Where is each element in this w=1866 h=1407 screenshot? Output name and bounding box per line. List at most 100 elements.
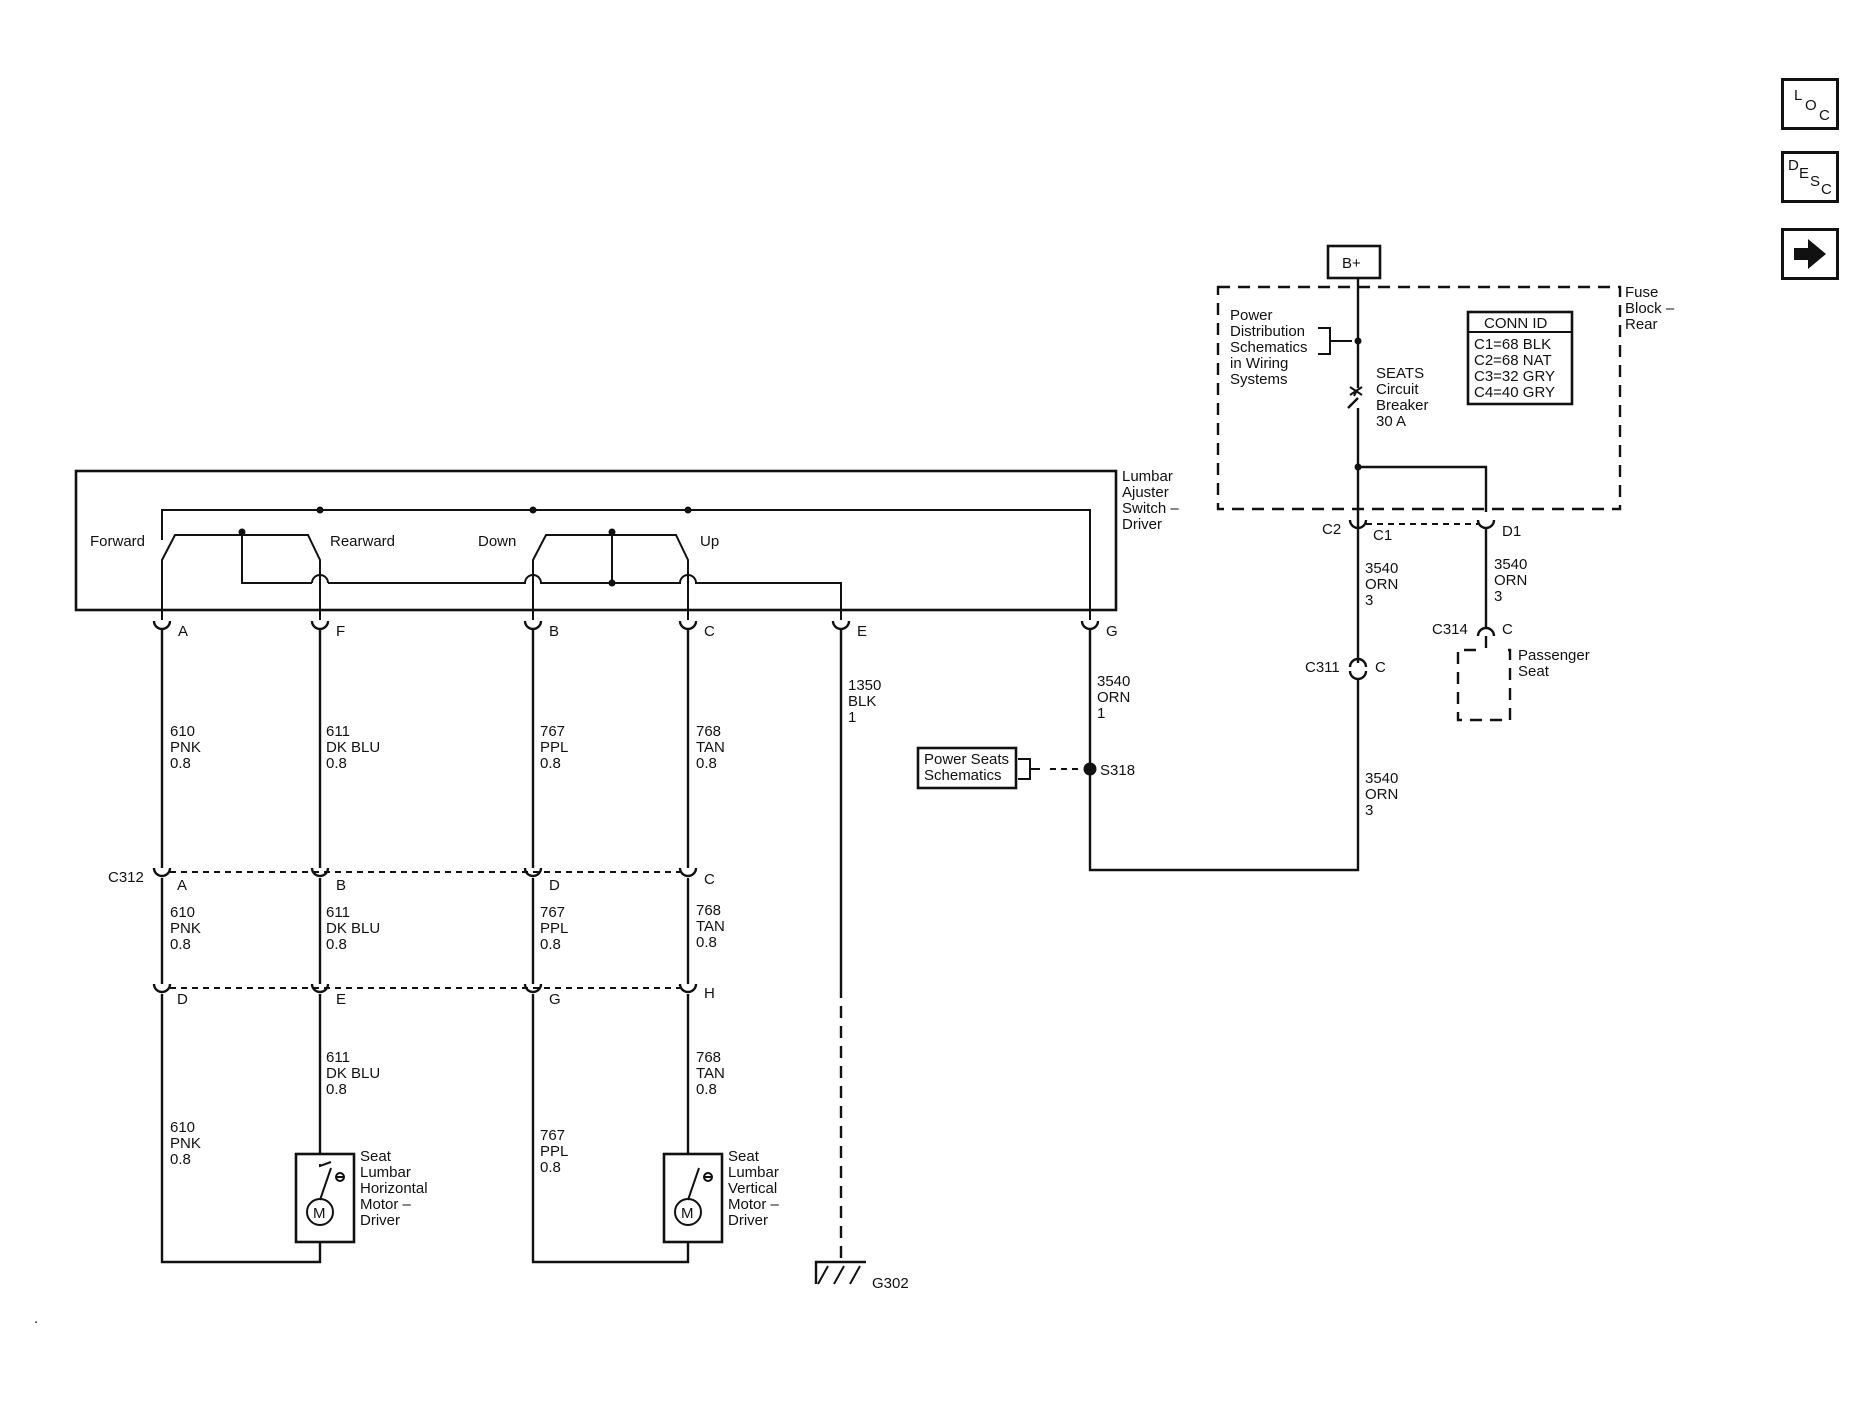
w3540-3b-color: ORN xyxy=(1365,786,1398,803)
w768-b-num: 768 xyxy=(696,902,721,919)
lumbar-switch-box xyxy=(74,469,1118,612)
power-seats-ref: Power Seats Schematics xyxy=(916,746,1018,790)
w610-b-color: PNK xyxy=(170,920,201,937)
wire-767-lower xyxy=(531,994,690,1264)
breaker-label-4: 30 A xyxy=(1376,413,1406,430)
ground-bus xyxy=(328,574,842,620)
lower-connector: D E G H xyxy=(152,983,715,1008)
w767-c-size: 0.8 xyxy=(540,1159,561,1176)
switch-title-2: Ajuster xyxy=(1122,484,1169,501)
pd-ref-3: Schematics xyxy=(1230,339,1308,356)
switch-title-4: Driver xyxy=(1122,516,1162,533)
loc-letter-c: C xyxy=(1819,107,1830,124)
w1350-num: 1350 xyxy=(848,677,881,694)
motor-v-symbol: M xyxy=(681,1205,694,1222)
conn-id-c4: C4=40 GRY xyxy=(1474,384,1555,401)
next-button[interactable] xyxy=(1781,228,1839,280)
w768-b-color: TAN xyxy=(696,918,725,935)
label-down: Down xyxy=(478,533,516,550)
w3540-3c-size: 3 xyxy=(1494,588,1502,605)
w610-c-size: 0.8 xyxy=(170,1151,191,1168)
motor-h-circle xyxy=(306,1198,334,1226)
label-rearward: Rearward xyxy=(330,533,395,550)
desc-letter-e: E xyxy=(1799,165,1810,182)
lower-pin-e: E xyxy=(336,991,346,1008)
w3540-3a-size: 3 xyxy=(1365,592,1373,609)
w3540-1-color: ORN xyxy=(1097,689,1130,706)
w610-c-num: 610 xyxy=(170,1119,195,1136)
motor-h-label-5: Driver xyxy=(360,1212,400,1229)
w1350-size: 1 xyxy=(848,709,856,726)
loc-letter-o: O xyxy=(1805,97,1817,114)
w611-c-color: DK BLU xyxy=(326,1065,380,1082)
c312-label: C312 xyxy=(108,869,144,886)
arrow-right-icon xyxy=(1794,239,1826,269)
w611-a-num: 611 xyxy=(326,723,350,740)
breaker-label-2: Circuit xyxy=(1376,381,1419,398)
motor-v-label-4: Motor – xyxy=(728,1196,780,1213)
conn-id-table: CONN ID C1=68 BLK C2=68 NAT C3=32 GRY C4… xyxy=(1466,310,1574,406)
w610-a-color: PNK xyxy=(170,739,201,756)
conn-id-c2: C2=68 NAT xyxy=(1474,352,1552,369)
ground-g302: G302 xyxy=(814,1260,909,1292)
power-seats-ref-2: Schematics xyxy=(924,767,1002,784)
c312-pin-a: A xyxy=(177,877,187,894)
desc-letter-d: D xyxy=(1788,157,1799,174)
motor-h-label-1: Seat xyxy=(360,1148,392,1165)
splice-s318: S318 xyxy=(1018,758,1135,780)
switch-pin-b: B xyxy=(549,623,559,640)
motor-v-label-1: Seat xyxy=(728,1148,760,1165)
switch-title-1: Lumbar xyxy=(1122,468,1173,485)
motor-h-label-4: Motor – xyxy=(360,1196,412,1213)
connector-c311: C311 C xyxy=(1305,657,1386,681)
label-forward: Forward xyxy=(90,533,145,550)
loc-letter-l: L xyxy=(1794,87,1803,104)
pd-ref-4: in Wiring xyxy=(1230,355,1288,372)
lower-pin-g: G xyxy=(549,991,561,1008)
passenger-seat-1: Passenger xyxy=(1518,647,1590,664)
w3540-3a-num: 3540 xyxy=(1365,560,1398,577)
w768-a-num: 768 xyxy=(696,723,721,740)
motor-v-label-2: Lumbar xyxy=(728,1164,779,1181)
switch-top-bus xyxy=(161,509,1091,620)
connector-c312: C312 A B D C xyxy=(108,867,715,984)
lower-pin-d: D xyxy=(177,991,188,1008)
splice-label: S318 xyxy=(1100,762,1135,779)
w767-a-num: 767 xyxy=(540,723,565,740)
breaker-label-1: SEATS xyxy=(1376,365,1424,382)
switch-connector: A F B C E G xyxy=(152,620,1118,640)
passenger-seat-2: Seat xyxy=(1518,663,1550,680)
motor-h-symbol: M xyxy=(313,1205,326,1222)
w767-c-num: 767 xyxy=(540,1127,565,1144)
c312-pin-b: B xyxy=(336,877,346,894)
switch-pin-c: C xyxy=(704,623,715,640)
label-up: Up xyxy=(700,533,719,550)
w767-a-size: 0.8 xyxy=(540,755,561,772)
fuse-block-outline xyxy=(1216,285,1622,511)
motor-v-circle xyxy=(674,1198,702,1226)
motor-v-label-5: Driver xyxy=(728,1212,768,1229)
w767-c-color: PPL xyxy=(540,1143,568,1160)
w767-b-color: PPL xyxy=(540,920,568,937)
switch-pin-g: G xyxy=(1106,623,1118,640)
c314-pin: C xyxy=(1502,621,1513,638)
desc-button[interactable]: D E S C xyxy=(1781,151,1839,203)
pd-ref-2: Distribution xyxy=(1230,323,1305,340)
fuse-block-rear: Fuse Block – Rear Power Distribution Sch… xyxy=(1216,278,1675,545)
ground-label: G302 xyxy=(872,1275,909,1292)
w3540-3c-color: ORN xyxy=(1494,572,1527,589)
connector-c314: C314 C xyxy=(1432,621,1513,648)
w3540-3b-size: 3 xyxy=(1365,802,1373,819)
w3540-3b-num: 3540 xyxy=(1365,770,1398,787)
w3540-3c-num: 3540 xyxy=(1494,556,1527,573)
w768-a-size: 0.8 xyxy=(696,755,717,772)
w611-b-color: DK BLU xyxy=(326,920,380,937)
w610-c-color: PNK xyxy=(170,1135,201,1152)
vertical-motor: M Seat Lumbar Vertical Motor – Driver xyxy=(662,1148,780,1244)
fuse-conn-d1: D1 xyxy=(1502,523,1521,540)
loc-button[interactable]: L O C xyxy=(1781,78,1839,130)
w3540-1-num: 3540 xyxy=(1097,673,1130,690)
wire-3540-1 xyxy=(1088,629,1360,872)
power-source-label: B+ xyxy=(1342,255,1361,272)
switch-pin-a: A xyxy=(178,623,188,640)
